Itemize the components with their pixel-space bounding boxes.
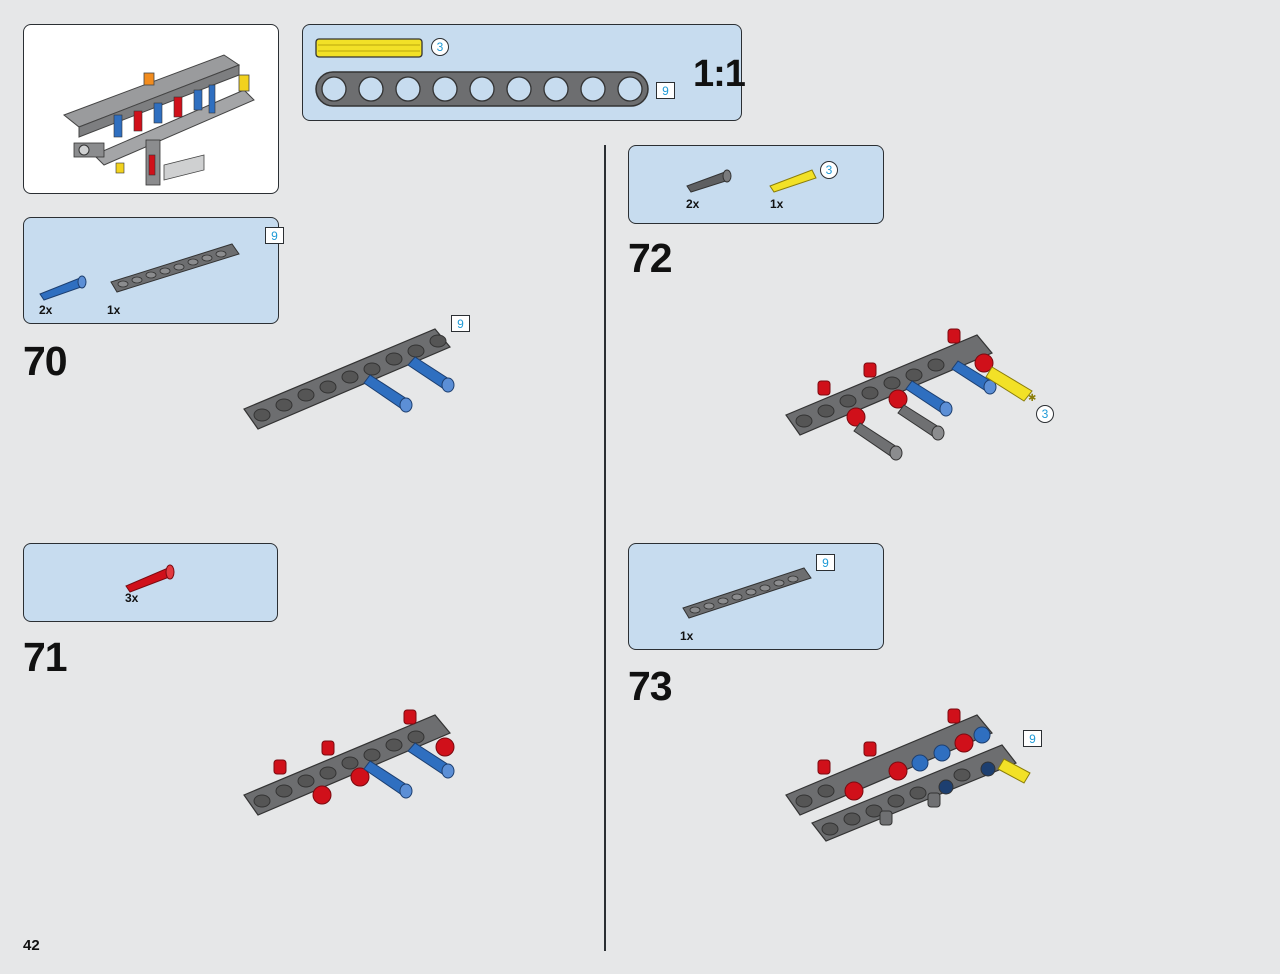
step-70-parts-panel: 2x 1x 9: [23, 217, 284, 324]
step-73-number: 73: [628, 663, 673, 709]
grey-axle-pin-icon: [686, 169, 732, 193]
step-72-assembly-illustration: ✱: [785, 328, 1036, 461]
step-71-parts-panel: 3x: [23, 543, 278, 622]
step-72-axle-length: 3: [820, 161, 838, 179]
model-overview-illustration: [63, 54, 255, 186]
step-73-qty-1: 1x: [680, 629, 694, 643]
step-72-callout: 3: [1036, 405, 1054, 423]
scale-reference-panel: 3 9 1:1: [302, 24, 746, 121]
step-72-parts-panel: 2x 1x 3: [628, 145, 884, 224]
step-70-beam-length: 9: [265, 227, 284, 244]
step-70-assembly-illustration: [243, 328, 455, 430]
step-71-number: 71: [23, 634, 68, 680]
step-73-assembly-illustration: [785, 708, 1031, 842]
page-number: 42: [23, 937, 40, 954]
step-71-assembly-illustration: [243, 709, 455, 816]
step-70-number: 70: [23, 338, 68, 384]
model-overview-thumbnail: [23, 24, 279, 194]
step-72-qty-2: 1x: [770, 197, 784, 211]
scale-label: 1:1: [693, 53, 746, 95]
step-73-parts-panel: 1x 9: [628, 543, 884, 650]
axle-3-scale-icon: [315, 38, 423, 58]
step-70-qty-2: 1x: [107, 303, 121, 317]
step-71-qty-1: 3x: [125, 591, 139, 605]
step-72-number: 72: [628, 235, 673, 281]
grey-beam-9-part-icon-73: [682, 567, 812, 619]
blue-axle-pin-icon: [39, 275, 87, 301]
beam-9-scale-icon: [315, 71, 649, 107]
step-73-callout: 9: [1023, 730, 1042, 747]
grey-beam-9-part-icon: [110, 243, 240, 293]
yellow-axle-3-part-icon: [769, 169, 817, 193]
step-70-qty-1: 2x: [39, 303, 53, 317]
beam-length-square: 9: [656, 82, 675, 99]
step-70-callout: 9: [451, 315, 470, 332]
step-72-qty-1: 2x: [686, 197, 700, 211]
column-divider: [604, 145, 606, 951]
red-axle-pin-icon: [125, 564, 175, 593]
step-73-beam-length: 9: [816, 554, 835, 571]
axle-length-circle: 3: [431, 38, 449, 56]
svg-text:✱: ✱: [1028, 393, 1036, 404]
